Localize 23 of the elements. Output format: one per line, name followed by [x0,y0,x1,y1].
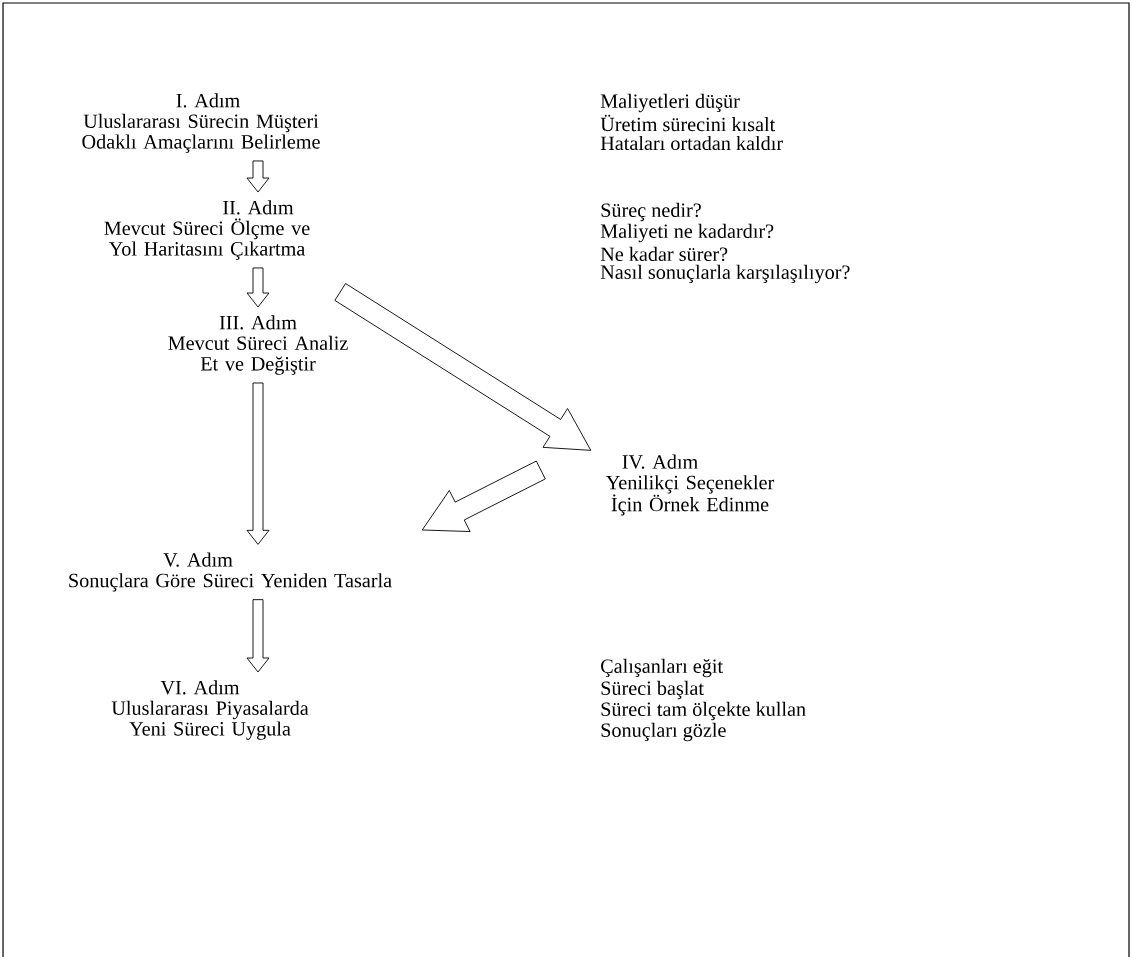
step-text: II. Adım Mevcut Süreci Ölçme ve Yol Haritasını Çıkartma [104,200,310,260]
list-item: Maliyeti ne kadardır? [600,223,774,243]
list-item: Hataları ortadan kaldır [600,135,783,151]
step-text: III. Adım Mevcut Süreci Analiz Et ve Değiştir [168,315,348,375]
block-arrow [246,160,270,193]
block-arrow [421,460,546,532]
list-item: Süreç nedir? [601,202,701,222]
block-arrow [246,267,270,308]
list-item: Süreci başlat [601,680,704,700]
list-item: Ne kadar sürer? [600,246,728,262]
block-arrow [246,382,270,545]
list-item: Üretim sürecini kısalt [600,114,776,132]
block-arrow [246,599,270,673]
list-item: Süreci tam ölçekte kullan [601,701,806,721]
list-item: Nasıl sonuçlarla karşılaşılıyor? [600,264,850,284]
step-text: I. Adım Uluslararası Sürecin Müşteri Odaklı Amaçlarını Belirleme [82,93,320,153]
list-item: Sonuçları gözle [601,722,726,742]
step-text: VI. Adım Uluslararası Piyasalarda Yeni Süreci Uygula [111,680,309,740]
block-arrow [334,283,592,451]
list-item: Maliyetleri düşür [600,93,740,113]
step-text: V. Adım Sonuçlara Göre Süreci Yeniden Tasarla [69,552,392,592]
step-text: IV. Adım Yenilikçi Seçenekler İçin Örnek Edinme [606,454,775,516]
list-item: Çalışanları eğit [601,658,723,678]
